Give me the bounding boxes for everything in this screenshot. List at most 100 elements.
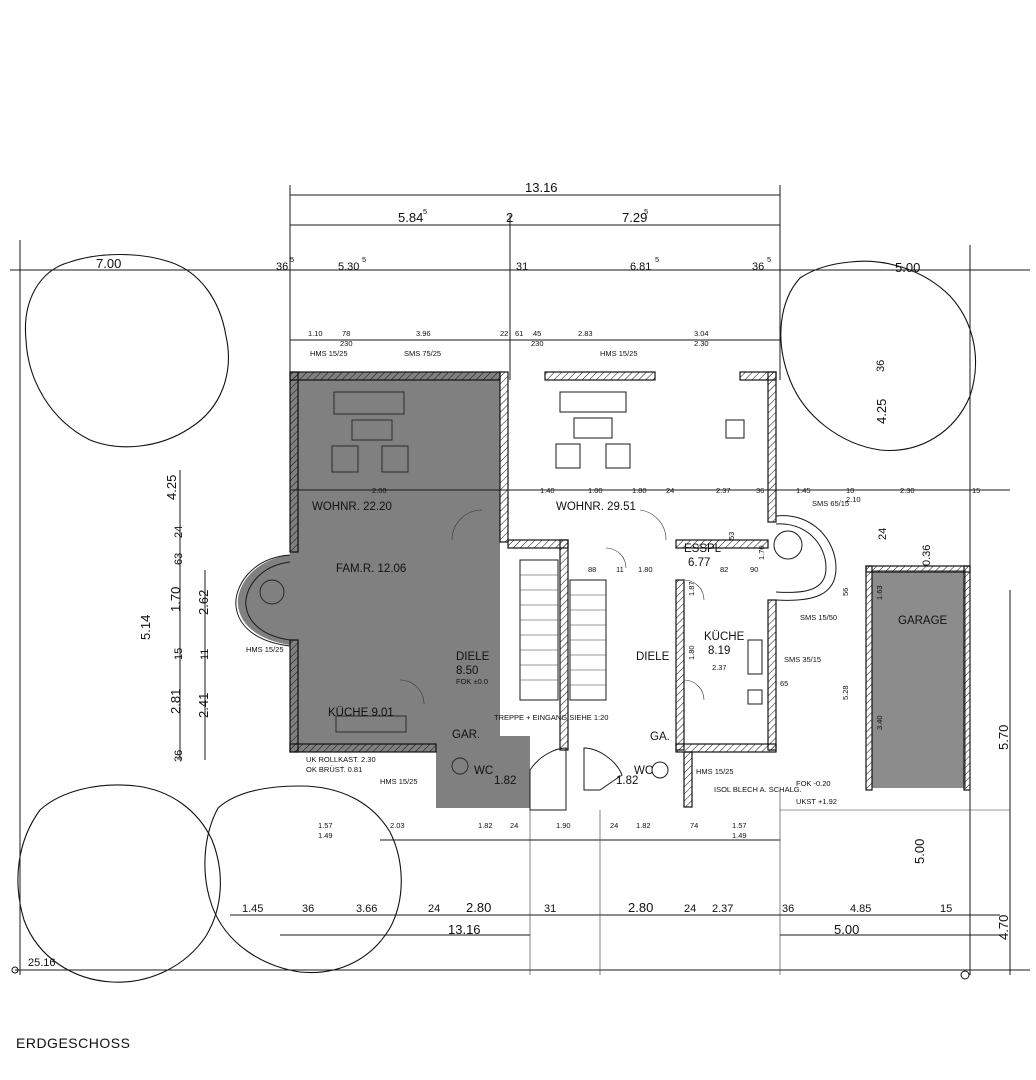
dim-right-part: 7.29: [622, 210, 647, 225]
svg-text:1.57: 1.57: [732, 821, 747, 830]
dim-tree-right: 5.00: [895, 260, 920, 275]
svg-text:1.87: 1.87: [687, 581, 696, 596]
svg-text:4.85: 4.85: [850, 903, 871, 915]
svg-text:5.28: 5.28: [841, 685, 850, 700]
svg-text:ISOL BLECH A. SCHALG.: ISOL BLECH A. SCHALG.: [714, 785, 802, 794]
bottom-dimensions: 1.57 1.49 2.03 1.82 24 1.90 24 1.82 74 1…: [28, 821, 952, 969]
svg-text:UK ROLLKAST. 2.30: UK ROLLKAST. 2.30: [306, 755, 376, 764]
corner-marker: [960, 970, 970, 980]
svg-text:61: 61: [515, 329, 523, 338]
room-wc-1: WC: [474, 765, 493, 777]
room-esspl: ESSPL: [684, 543, 722, 555]
svg-text:SMS 15/50: SMS 15/50: [800, 613, 837, 622]
wall-top-right-a: [544, 371, 656, 381]
svg-text:230: 230: [531, 339, 544, 348]
svg-text:2.83: 2.83: [578, 329, 593, 338]
svg-text:45: 45: [533, 329, 541, 338]
bay-dining: [775, 515, 837, 601]
wall-garage-top: [865, 565, 971, 573]
svg-text:11: 11: [199, 649, 211, 660]
svg-text:5.14: 5.14: [138, 615, 153, 640]
svg-text:1.49: 1.49: [318, 831, 333, 840]
room-esspl-area: 6.77: [688, 557, 710, 569]
svg-text:24: 24: [666, 486, 674, 495]
svg-text:15: 15: [173, 648, 185, 660]
svg-text:10: 10: [846, 486, 854, 495]
svg-text:1.57: 1.57: [318, 821, 333, 830]
room-diele-1: DIELE: [456, 651, 490, 663]
wall-left-upper: [289, 371, 299, 553]
row-dimensions: 1.40 1.00 1.80 24 2.37 36 1.45 10 2.10 2…: [540, 486, 980, 504]
room-wohnr-1: WOHNR. 22.20: [312, 501, 392, 513]
entrance-left-arch: [529, 747, 567, 811]
room-wc-1-area: 1.82: [494, 775, 516, 787]
svg-text:5: 5: [423, 207, 427, 216]
svg-text:5: 5: [655, 255, 659, 264]
wall-essp-top: [675, 539, 769, 549]
wall-top-left: [289, 371, 501, 381]
svg-text:5.70: 5.70: [996, 725, 1011, 750]
svg-text:1.63: 1.63: [875, 585, 884, 600]
bay-dining-inner: [775, 523, 827, 593]
svg-text:24: 24: [877, 528, 889, 540]
tree-top-right: [780, 260, 976, 452]
wall-garage-left: [865, 565, 873, 791]
interior-dimensions: 2.00 90 1.80 11 88 5.28 3.40 1.80 53 1.7…: [372, 486, 884, 730]
dim-overall-top: 13.16: [525, 180, 558, 195]
svg-text:0.36: 0.36: [921, 545, 933, 566]
dim-mid: 2: [506, 210, 513, 225]
svg-text:31: 31: [544, 903, 556, 915]
svg-text:HMS 15/25: HMS 15/25: [696, 767, 734, 776]
side-dimensions: 4.25 24 63 5.14 1.70 2.62 15 11 2.81 2.4…: [138, 360, 1011, 940]
svg-text:HMS 15/25: HMS 15/25: [600, 349, 638, 358]
svg-text:5: 5: [362, 255, 366, 264]
svg-text:2.81: 2.81: [168, 689, 183, 714]
svg-text:1.49: 1.49: [732, 831, 747, 840]
datum-marker: [11, 966, 19, 974]
wall-kitchen-left: [675, 579, 685, 751]
svg-text:24: 24: [684, 903, 696, 915]
room-diele-1-area: 8.50: [456, 665, 478, 677]
svg-text:OK BRÜST. 0.81: OK BRÜST. 0.81: [306, 765, 362, 774]
wall-bottom-right: [675, 743, 777, 753]
svg-text:1.82: 1.82: [478, 821, 493, 830]
bay-family-room: [235, 554, 291, 647]
plan-notes: TREPPE + EINGANG SIEHE 1:20 UK ROLLKAST.…: [306, 677, 837, 806]
svg-text:65: 65: [780, 679, 788, 688]
svg-text:88: 88: [588, 565, 596, 574]
svg-text:36: 36: [756, 486, 764, 495]
svg-text:5.30: 5.30: [338, 261, 359, 273]
svg-text:3.96: 3.96: [416, 329, 431, 338]
svg-text:24: 24: [173, 526, 185, 538]
wall-left-lower: [289, 639, 299, 753]
svg-text:36: 36: [875, 360, 887, 372]
svg-text:1.82: 1.82: [636, 821, 651, 830]
svg-text:53: 53: [727, 532, 736, 540]
tree-bottom-left-a: [17, 784, 221, 983]
svg-text:36: 36: [302, 903, 314, 915]
room-gar-1: GAR.: [452, 729, 480, 741]
tree-top-left: [24, 254, 229, 448]
svg-text:SMS 65/15: SMS 65/15: [812, 499, 849, 508]
svg-text:2.30: 2.30: [694, 339, 709, 348]
svg-text:4.70: 4.70: [996, 915, 1011, 940]
wall-right-lower: [767, 599, 777, 751]
svg-text:5.00: 5.00: [912, 839, 927, 864]
svg-text:2.37: 2.37: [712, 903, 733, 915]
svg-text:6.81: 6.81: [630, 261, 651, 273]
svg-text:36: 36: [782, 903, 794, 915]
wall-bottom-left: [289, 743, 437, 753]
svg-text:78: 78: [342, 329, 350, 338]
svg-text:1.45: 1.45: [796, 486, 811, 495]
svg-text:4.25: 4.25: [874, 399, 889, 424]
svg-text:56: 56: [841, 588, 850, 596]
dim-left-part: 5.84: [398, 210, 423, 225]
svg-text:36: 36: [752, 261, 764, 273]
svg-text:UKST +1.92: UKST +1.92: [796, 797, 837, 806]
svg-text:1.90: 1.90: [556, 821, 571, 830]
svg-text:SMS 35/15: SMS 35/15: [784, 655, 821, 664]
svg-text:HMS 15/25: HMS 15/25: [310, 349, 348, 358]
svg-text:22: 22: [500, 329, 508, 338]
tree-bottom-left-b: [204, 785, 402, 974]
svg-text:74: 74: [690, 821, 698, 830]
